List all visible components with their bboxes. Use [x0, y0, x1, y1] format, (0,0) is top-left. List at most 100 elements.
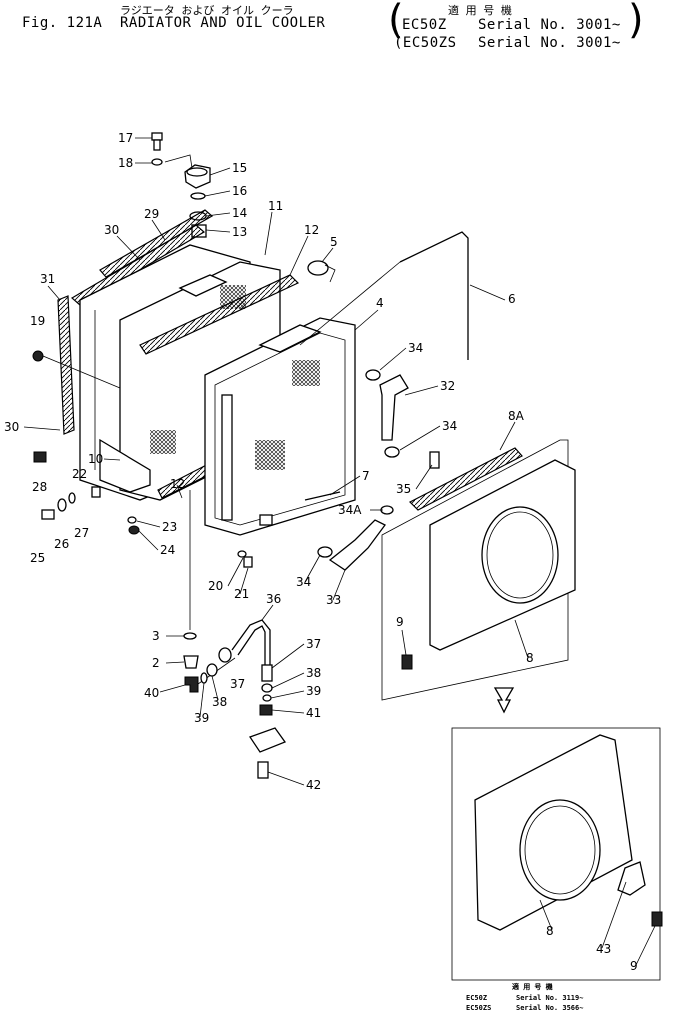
callout-8A: 8A	[508, 409, 525, 423]
fan-shroud-8-upper-group	[381, 439, 576, 701]
hose-clamp-34-c	[317, 546, 333, 558]
callout-4: 4	[376, 296, 384, 310]
bolt-25	[41, 509, 55, 520]
callout-10: 10	[88, 452, 103, 466]
callout-11: 11	[268, 199, 283, 213]
callout-35: 35	[396, 482, 411, 496]
callout-20: 20	[208, 579, 223, 593]
seal-strip-31	[57, 295, 75, 435]
fitting-42	[257, 761, 269, 779]
bolt-22	[91, 486, 101, 498]
oil-hose-36	[231, 619, 271, 665]
seal-strip-12-upper	[139, 274, 300, 355]
fan-shroud-8-lower-group	[451, 727, 661, 981]
arrow-down-icon	[493, 687, 515, 714]
callout-37-left: 37	[230, 677, 245, 691]
callout-30-top: 30	[104, 223, 119, 237]
washer-38-b	[206, 663, 218, 677]
bolt-19	[32, 350, 44, 362]
callout-37-right: 37	[306, 637, 321, 651]
radiator-cap-15	[184, 164, 211, 189]
seal-strip-8A	[408, 447, 523, 511]
washer-39-b	[200, 672, 208, 684]
callout-40: 40	[144, 686, 159, 700]
washer-23	[127, 516, 137, 524]
hose-clamp-34-a	[365, 369, 381, 381]
overflow-pipe-6	[399, 231, 469, 360]
washer-26	[57, 498, 67, 512]
callout-6: 6	[508, 292, 516, 306]
callout-8-lower: 8	[546, 924, 554, 938]
figure-label: Fig. 121A	[22, 15, 103, 31]
callout-24: 24	[160, 543, 175, 557]
callout-36: 36	[266, 592, 281, 606]
nut-24	[128, 525, 140, 535]
callout-39-right: 39	[306, 684, 321, 698]
callout-26: 26	[54, 537, 69, 551]
callout-41: 41	[306, 706, 321, 720]
callout-18: 18	[118, 156, 133, 170]
fitting-37-b	[218, 647, 232, 663]
callout-17: 17	[118, 131, 133, 145]
bolt-9-upper	[401, 654, 413, 670]
callout-34A: 34A	[338, 503, 362, 517]
hose-clamp-34-b	[384, 446, 400, 458]
upper-hose-32	[379, 374, 409, 441]
callout-25: 25	[30, 551, 45, 565]
callout-9-lower: 9	[630, 959, 638, 973]
callout-13: 13	[232, 225, 247, 239]
callout-31: 31	[40, 272, 55, 286]
applicable-label: 適 用 号 機	[448, 4, 512, 17]
footnote-model-ec50z: EC50Z	[466, 994, 488, 1002]
callout-12-low: 12	[170, 477, 185, 491]
callout-14: 14	[232, 206, 247, 220]
callout-22: 22	[72, 467, 87, 481]
washer-27	[68, 492, 76, 504]
washer-20	[237, 550, 247, 558]
callout-34-b: 34	[442, 419, 457, 433]
callout-15: 15	[232, 161, 247, 175]
fitting-37-a	[261, 664, 273, 682]
callout-21: 21	[234, 587, 249, 601]
callout-7: 7	[362, 469, 370, 483]
callout-30-left: 30	[4, 420, 19, 434]
callout-5: 5	[330, 235, 338, 249]
mount-bracket-10	[99, 438, 151, 493]
o-ring-16	[190, 192, 206, 200]
callout-27: 27	[74, 526, 89, 540]
footnote-applicable-label: 適 用 号 機	[512, 983, 553, 991]
left-brace: (	[388, 0, 404, 43]
callout-labels: 17 18 15 16 14 13 11 12 5 30 29 6 31 4 1…	[4, 131, 638, 973]
callout-42: 42	[306, 778, 321, 792]
seal-strip-29	[99, 209, 214, 278]
footnote-serial-ec50z: Serial No. 3119~	[516, 994, 584, 1002]
plug-2	[183, 655, 199, 669]
nut-41	[259, 704, 273, 716]
callout-3: 3	[152, 629, 160, 643]
bolt-28	[33, 451, 47, 463]
callout-34-a: 34	[408, 341, 423, 355]
model-ec50z: EC50Z	[402, 17, 447, 33]
callout-43: 43	[596, 942, 611, 956]
serial-ec50z: Serial No. 3001~	[478, 17, 621, 33]
callout-39-left: 39	[194, 711, 209, 725]
callout-9-upper: 9	[396, 615, 404, 629]
washer-38-a	[261, 683, 273, 693]
bracket-plate	[248, 727, 287, 753]
model-ec50zs: (EC50ZS	[394, 35, 457, 51]
callout-23: 23	[162, 520, 177, 534]
rubber-mount-5	[307, 260, 336, 283]
japanese-title: ラジエータ および オイル クーラ	[120, 4, 294, 17]
fitting-35	[429, 451, 440, 469]
drain-line-7	[304, 491, 341, 501]
stay-bracket-43	[617, 861, 646, 896]
bolt-9-lower	[651, 911, 663, 927]
washer-18	[151, 158, 163, 166]
callout-19: 19	[30, 314, 45, 328]
drain-plug-21	[243, 556, 253, 568]
callout-38-right: 38	[306, 666, 321, 680]
washer-39-a	[262, 694, 272, 702]
cap-bolt-17	[151, 132, 163, 151]
callout-34-c: 34	[296, 575, 311, 589]
